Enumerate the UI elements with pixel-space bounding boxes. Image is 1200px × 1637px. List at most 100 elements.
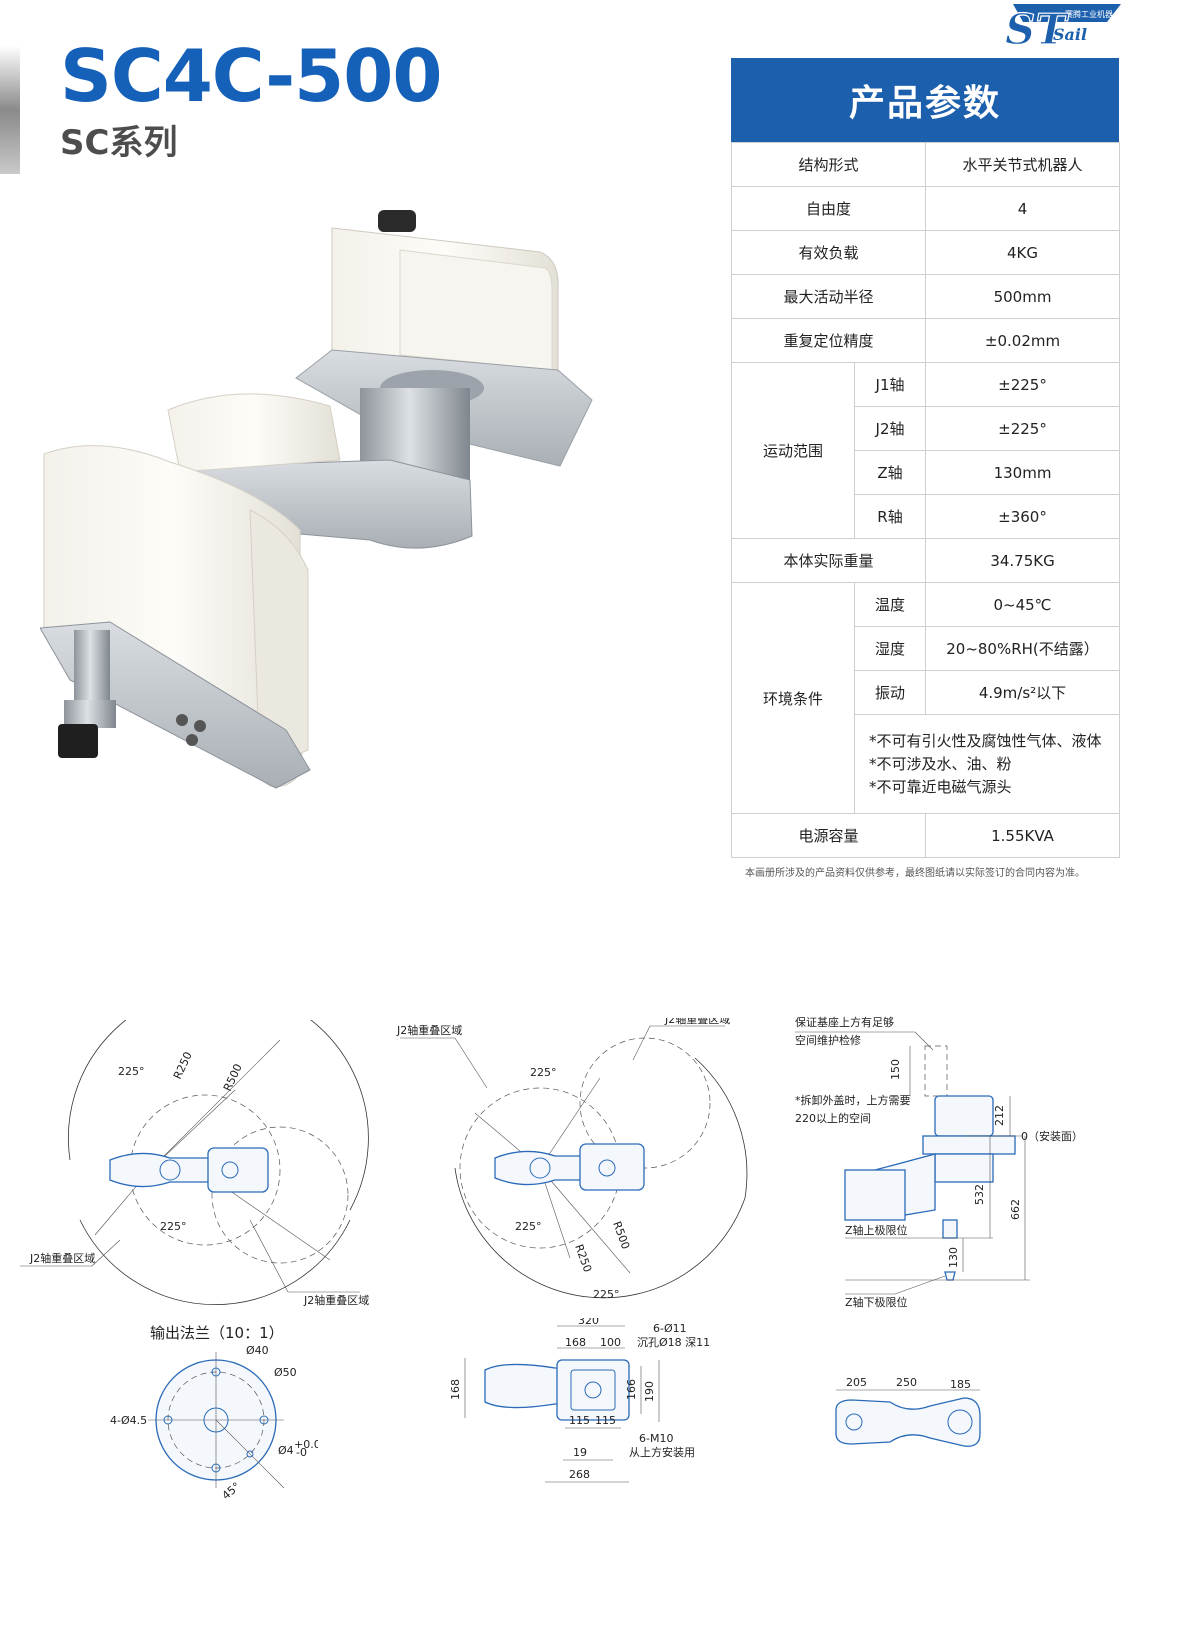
overlap-zone-label: J2轴重叠区域: [396, 1023, 462, 1037]
axis-value: ±360°: [925, 494, 1121, 539]
angle-label: 225°: [593, 1288, 620, 1301]
radius-label: R500: [221, 1062, 245, 1093]
base-dim: 168: [565, 1336, 586, 1349]
work-range-drawing-mid: 225° 225° 225° R250 R500 J2轴重叠区域 J2轴重叠区域: [395, 1018, 775, 1318]
spec-title: 产品参数: [731, 58, 1119, 142]
bottom-dim: 205: [846, 1376, 867, 1389]
env-value: 0~45℃: [925, 582, 1121, 627]
base-dim: 190: [643, 1381, 656, 1402]
flange-drawing: Ø40 Ø50 4-Ø4.5 Ø4 +0.012 -0 45°: [108, 1342, 318, 1512]
table-row: R轴 ±360°: [732, 494, 1121, 539]
table-row: 振动 4.9m/s²以下: [732, 670, 1121, 715]
series-title: SC系列: [60, 123, 178, 163]
side-note: 空间维护检修: [795, 1033, 861, 1047]
spec-panel: 产品参数 结构形式 水平关节式机器人 自由度 4 有效负载 4KG 最大活动半径…: [730, 58, 1121, 858]
counterbore-spec: 沉孔Ø18 深11: [637, 1336, 710, 1349]
overlap-zone-label: J2轴重叠区域: [29, 1251, 95, 1265]
spec-value: 4: [925, 186, 1121, 231]
spec-label: 结构形式: [730, 142, 927, 187]
table-row: 重复定位精度 ±0.02mm: [730, 318, 1121, 363]
table-row: *不可有引火性及腐蚀性气体、液体 *不可涉及水、油、粉 *不可靠近电磁气源头: [732, 714, 1121, 814]
table-row: Z轴 130mm: [732, 450, 1121, 495]
axis-label: Z轴: [853, 450, 927, 495]
env-label: 环境条件: [731, 582, 855, 814]
env-value: 20~80%RH(不结露）: [925, 626, 1121, 671]
logo-tagline: 赛腾工业机器人: [1065, 9, 1121, 19]
env-note: *不可有引火性及腐蚀性气体、液体: [869, 731, 1102, 750]
spec-label: 自由度: [730, 186, 927, 231]
radius-label: R250: [171, 1050, 195, 1081]
z-lower-limit-label: Z轴下极限位: [845, 1295, 908, 1309]
table-row: 电源容量 1.55KVA: [730, 813, 1121, 858]
env-notes: *不可有引火性及腐蚀性气体、液体 *不可涉及水、油、粉 *不可靠近电磁气源头: [853, 714, 1121, 814]
overlap-zone-label: J2轴重叠区域: [664, 1018, 730, 1026]
spec-table: 结构形式 水平关节式机器人 自由度 4 有效负载 4KG 最大活动半径 500m…: [730, 142, 1121, 858]
flange-tolerance: -0: [296, 1446, 307, 1459]
brand-logo: 赛腾工业机器人 ST Sail: [1004, 4, 1121, 55]
dimension-label: 662: [1009, 1199, 1022, 1220]
bottom-dim: 185: [950, 1378, 971, 1391]
env-note: *不可涉及水、油、粉: [869, 754, 1012, 773]
table-row: 运动范围 J1轴 ±225°: [731, 362, 1121, 539]
z-upper-limit-label: Z轴上极限位: [845, 1223, 908, 1237]
thread-spec: 6-M10: [639, 1432, 673, 1445]
base-dim: 115: [569, 1414, 590, 1427]
thread-note: 从上方安装用: [629, 1445, 695, 1459]
spec-label: 最大活动半径: [730, 274, 927, 319]
motion-range-label: 运动范围: [731, 362, 855, 539]
spec-value: 水平关节式机器人: [925, 142, 1121, 187]
bottom-view-drawing: 205 250 185: [830, 1376, 1000, 1456]
axis-value: ±225°: [925, 406, 1121, 451]
radius-label: R250: [572, 1243, 594, 1274]
side-view-drawing: 保证基座上方有足够 空间维护检修 *拆卸外盖时，上方需要 220以上的空间 15…: [785, 1010, 1095, 1310]
angle-label: 225°: [160, 1220, 187, 1233]
axis-value: ±225°: [925, 362, 1121, 407]
base-dim: 268: [569, 1468, 590, 1481]
base-mount-drawing: 320 168 100 6-Ø11 沉孔Ø18 深11 168 166 190 …: [445, 1318, 735, 1488]
header-accent-bar: [0, 46, 20, 174]
dimension-label: 212: [993, 1105, 1006, 1126]
env-value: 4.9m/s²以下: [925, 670, 1121, 715]
spec-value: ±0.02mm: [925, 318, 1121, 363]
env-item: 振动: [853, 670, 927, 715]
base-dim: 19: [573, 1446, 587, 1459]
axis-value: 130mm: [925, 450, 1121, 495]
dimension-label: 532: [973, 1184, 986, 1205]
env-item: 温度: [853, 582, 927, 627]
bottom-dim: 250: [896, 1376, 917, 1389]
side-note: 220以上的空间: [795, 1111, 871, 1125]
flange-tolerance: +0.012: [294, 1438, 318, 1451]
spec-value: 4KG: [925, 230, 1121, 275]
dimension-label: 130: [947, 1247, 960, 1268]
dimension-label: 150: [889, 1059, 902, 1080]
base-dim: 115: [595, 1414, 616, 1427]
base-dim: 320: [578, 1318, 599, 1327]
table-row: 环境条件 温度 0~45℃: [731, 582, 1121, 814]
side-note: *拆卸外盖时，上方需要: [795, 1093, 911, 1107]
base-dim: 166: [625, 1379, 638, 1400]
spec-value: 500mm: [925, 274, 1121, 319]
radius-label: R500: [610, 1220, 632, 1251]
table-row: 结构形式 水平关节式机器人: [730, 142, 1121, 187]
model-title: SC4C-500: [60, 34, 442, 118]
work-range-drawing-left: 225° 225° R250 R500 J2轴重叠区域 J2轴重叠区域: [20, 1020, 390, 1320]
angle-label: 225°: [515, 1220, 542, 1233]
angle-label: 225°: [530, 1066, 557, 1079]
dimension-label: 0（安装面）: [1021, 1129, 1083, 1143]
spec-label: 本体实际重量: [730, 538, 927, 583]
table-row: J2轴 ±225°: [732, 406, 1121, 451]
flange-title: 输出法兰（10：1）: [150, 1324, 284, 1342]
hole-spec: 6-Ø11: [653, 1322, 687, 1335]
side-note: 保证基座上方有足够: [795, 1015, 894, 1029]
spec-label: 电源容量: [730, 813, 927, 858]
table-row: 湿度 20~80%RH(不结露）: [732, 626, 1121, 671]
spec-label: 重复定位精度: [730, 318, 927, 363]
table-row: 自由度 4: [730, 186, 1121, 231]
spec-label: 有效负载: [730, 230, 927, 275]
base-dim: 100: [600, 1336, 621, 1349]
axis-label: J2轴: [853, 406, 927, 451]
angle-label: 225°: [118, 1065, 145, 1078]
flange-angle: 45°: [220, 1480, 243, 1502]
base-dim: 168: [449, 1379, 462, 1400]
spec-value: 34.75KG: [925, 538, 1121, 583]
